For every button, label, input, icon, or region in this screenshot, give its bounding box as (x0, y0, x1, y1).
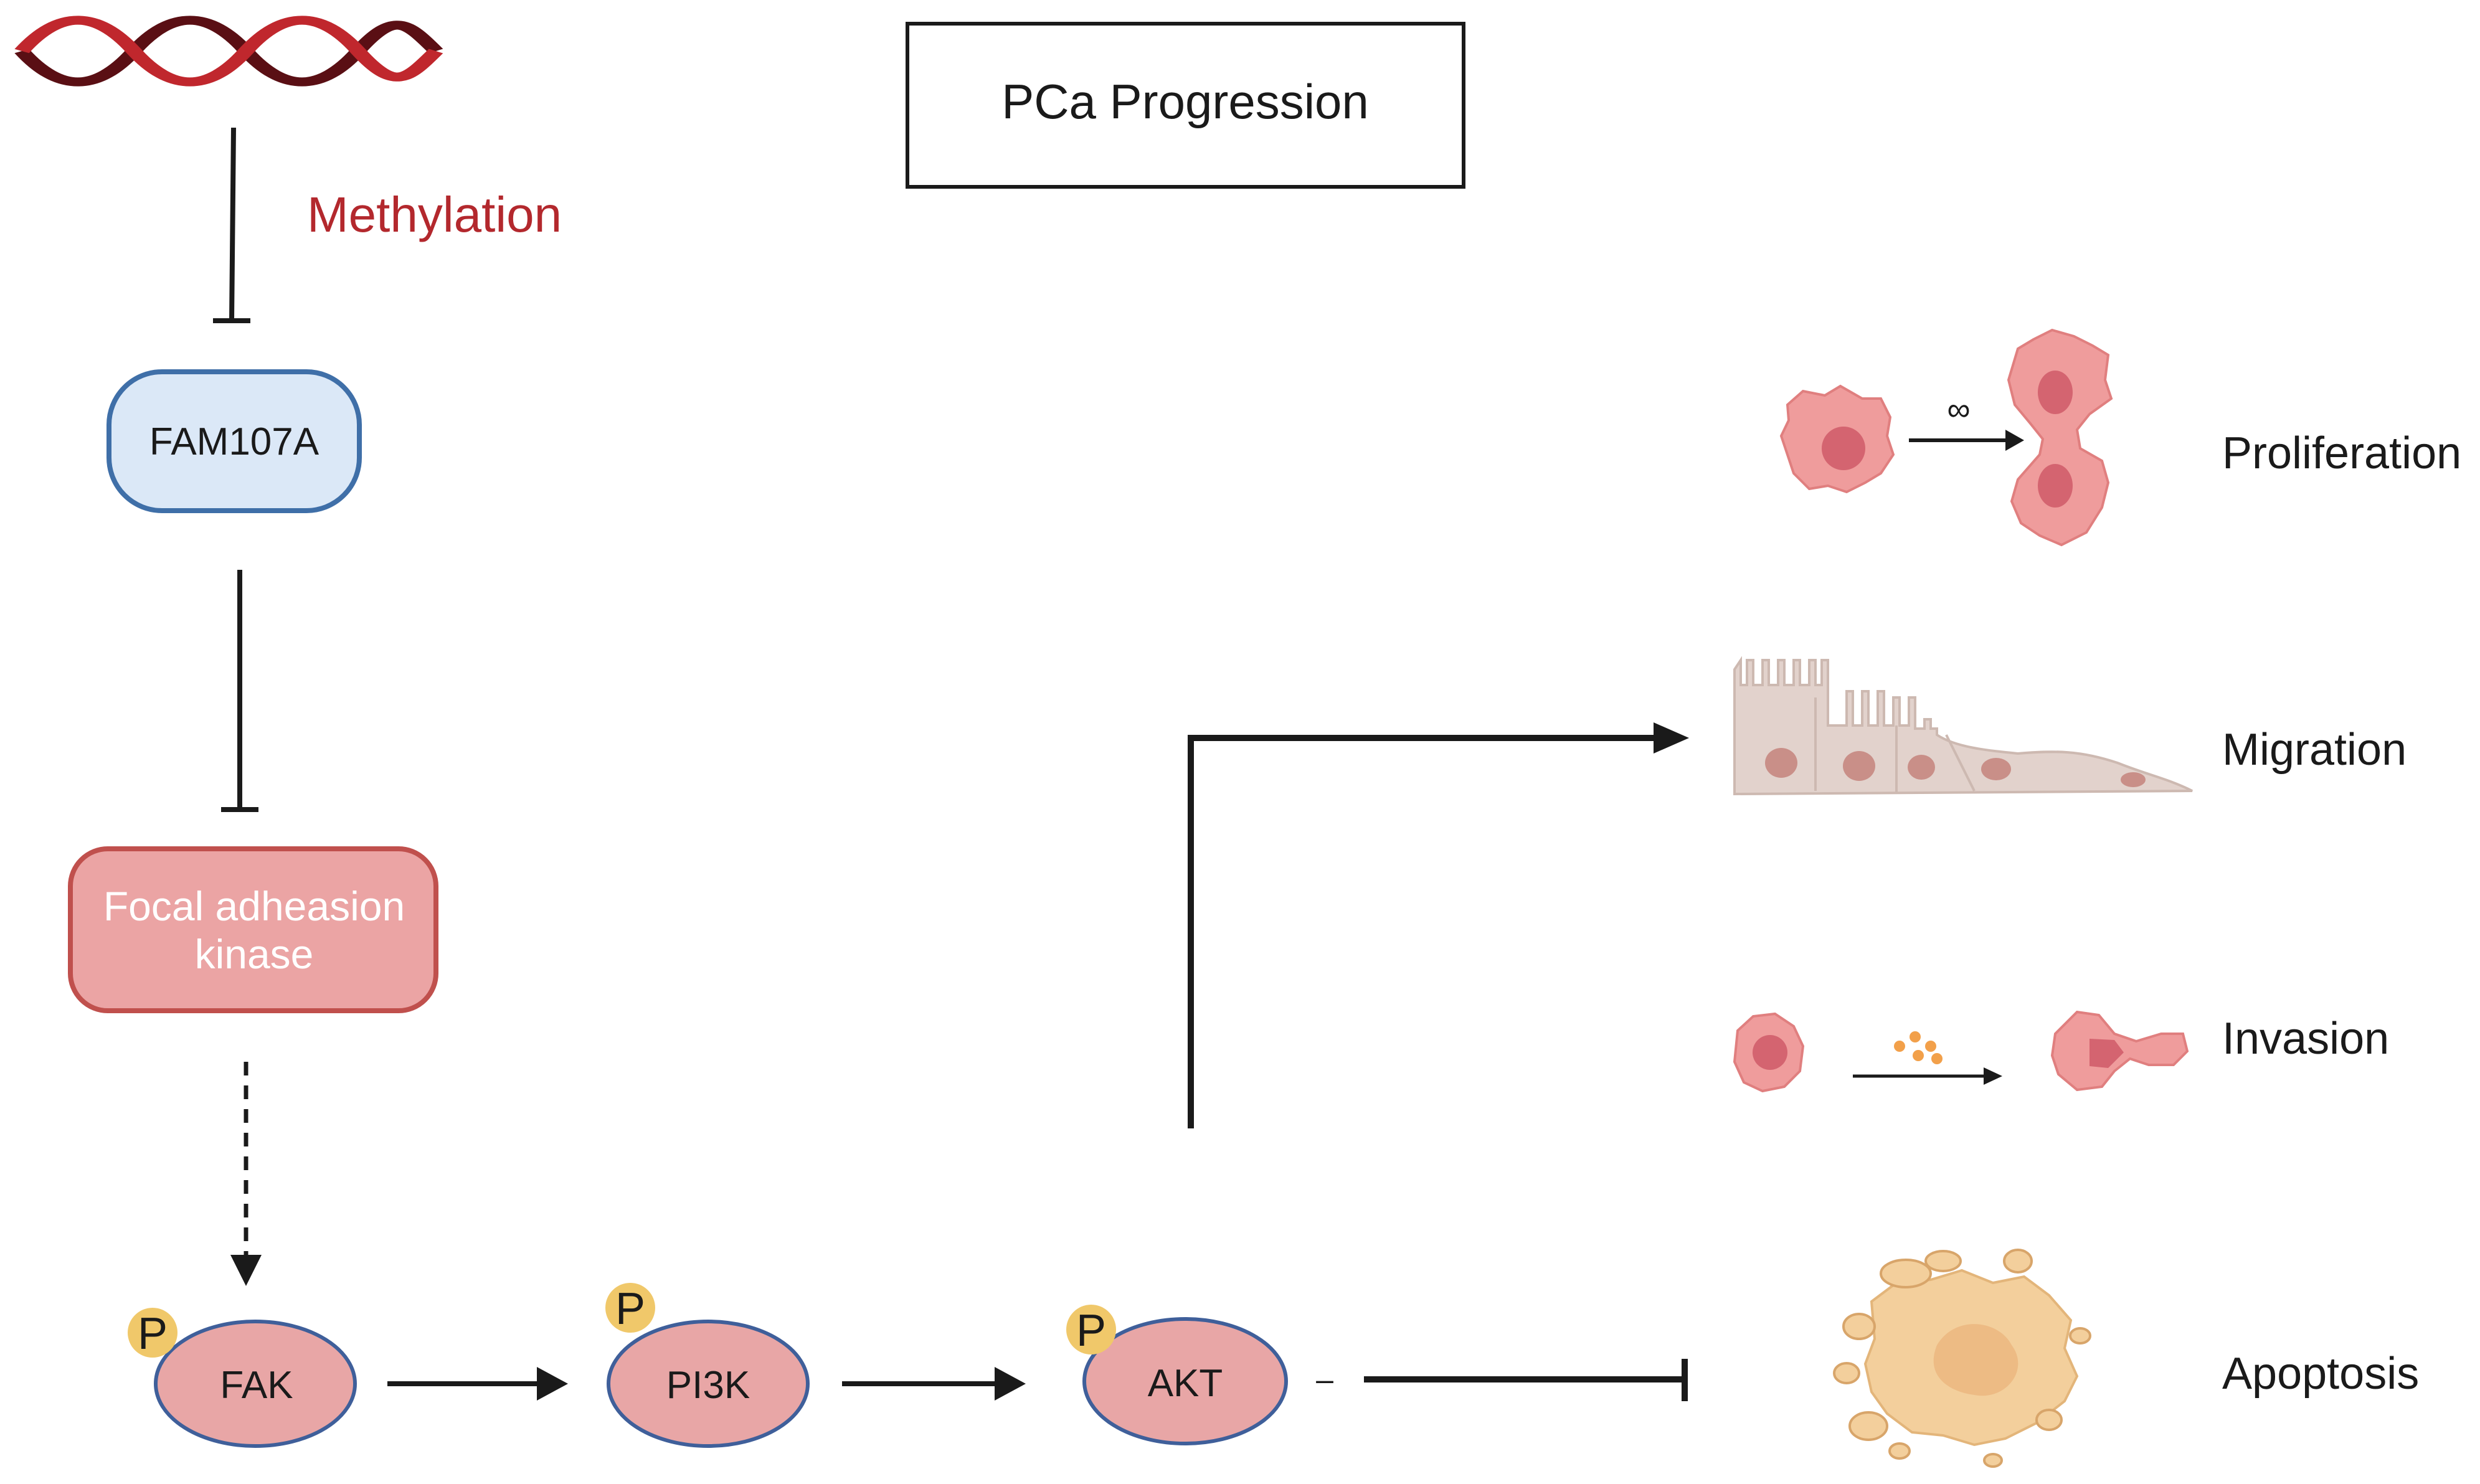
methylation-inhibition-arrow (213, 127, 250, 323)
page-title: PCa Progression (1001, 74, 1369, 129)
akt-to-migration-arrow (1188, 722, 1689, 1128)
apoptosis-cell-icon (1833, 1249, 2091, 1468)
proliferation-cells-icon: ∞ (1779, 328, 2113, 547)
pi3k-to-akt-arrow (842, 1367, 1026, 1401)
dashed-activation-arrow (230, 1062, 262, 1286)
fak-phospho-icon (128, 1308, 177, 1358)
akt-phospho-label: P (1076, 1306, 1106, 1356)
minus-mark: – (1316, 1362, 1333, 1397)
fak-phospho-label: P (138, 1309, 168, 1359)
akt-phospho-icon (1066, 1305, 1116, 1354)
title-box (906, 22, 1465, 189)
proliferation-label: Proliferation (2222, 428, 2461, 478)
apoptosis-label: Apoptosis (2222, 1349, 2419, 1399)
akt-label: AKT (1148, 1362, 1223, 1405)
pi3k-phospho-label: P (615, 1284, 645, 1334)
methylation-label: Methylation (307, 187, 562, 242)
fak-node: P FAK (128, 1308, 357, 1448)
invasion-cells-icon (1733, 1010, 2189, 1093)
pi3k-label: PI3K (666, 1364, 750, 1407)
pi3k-phospho-icon (605, 1283, 655, 1333)
akt-node: P AKT (1066, 1305, 1288, 1445)
fak-to-pi3k-arrow (387, 1367, 568, 1401)
migration-label: Migration (2222, 725, 2407, 775)
focal-adhesion-kinase-label-line1: Focal adheasion (103, 883, 405, 929)
focal-adhesion-kinase-label-line2: kinase (195, 931, 314, 977)
dna-helix-icon (14, 16, 443, 87)
fam107a-inhibition-arrow (221, 570, 258, 812)
migration-cells-icon (1733, 656, 2193, 796)
invasion-label: Invasion (2222, 1014, 2389, 1064)
pi3k-node: P PI3K (605, 1283, 810, 1448)
akt-inhibits-apoptosis-arrow (1364, 1359, 1688, 1401)
focal-adhesion-kinase-node (68, 846, 438, 1013)
fam107a-node (106, 369, 362, 513)
proliferation-symbol: ∞ (1947, 392, 1970, 428)
fam107a-label: FAM107A (149, 420, 319, 463)
fak-label: FAK (220, 1364, 293, 1407)
